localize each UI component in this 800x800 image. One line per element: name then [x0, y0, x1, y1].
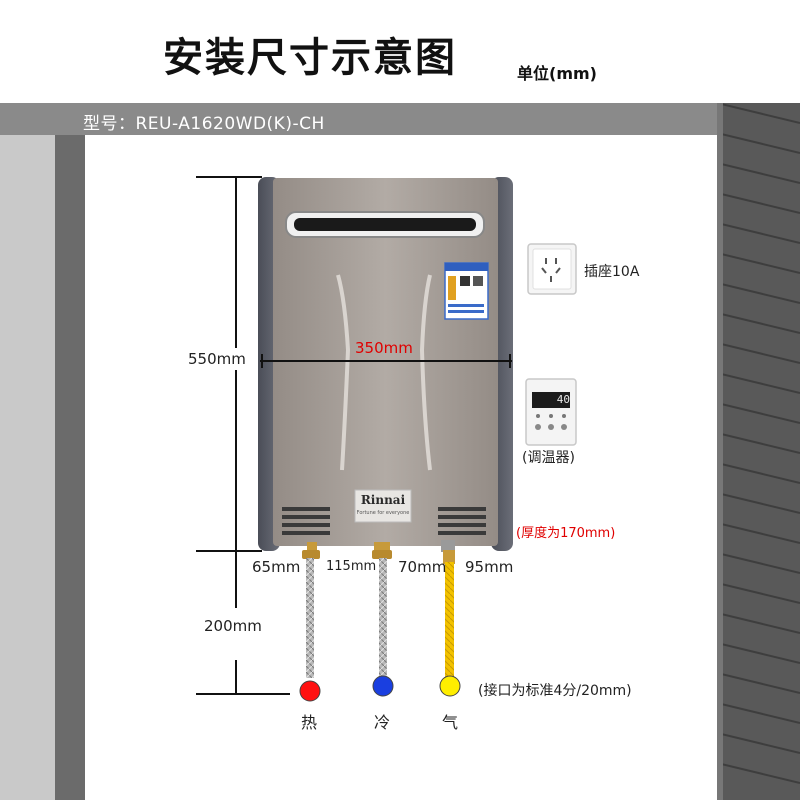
width-dimension-label: 350mm	[355, 339, 413, 357]
thermostat-icon	[525, 378, 577, 446]
connection-label-gas: 气	[442, 713, 459, 732]
model-band	[0, 103, 800, 135]
brand-tagline: Fortune for everyone	[356, 510, 410, 516]
pipe-drop-label: 200mm	[204, 617, 262, 635]
cold-connection-dot	[372, 675, 394, 697]
width-dimension-line	[260, 354, 512, 368]
thickness-label: (厚度为170mm)	[516, 526, 616, 541]
right-wall	[717, 103, 800, 800]
spacing-label-4: 95mm	[465, 558, 514, 576]
model-number: 型号：REU-A1620WD(K)-CH	[83, 114, 325, 134]
lower-vents	[282, 507, 486, 535]
height-dimension-label: 550mm	[188, 350, 246, 368]
gas-pipe	[445, 562, 454, 678]
gas-connection-dot	[439, 675, 461, 697]
left-wall-panel	[0, 135, 55, 800]
pipe-fittings	[302, 540, 455, 564]
unit-label: 单位(mm)	[517, 64, 597, 83]
hot-connection-dot	[299, 680, 321, 702]
spacing-label-1: 65mm	[252, 558, 301, 576]
spacing-label-2: 115mm	[326, 559, 377, 574]
cold-water-pipe	[379, 558, 387, 678]
connection-label-hot: 热	[301, 713, 318, 732]
hot-water-pipe	[306, 558, 314, 678]
brand-logo: Rinnai	[360, 493, 406, 507]
connection-note: (接口为标准4分/20mm)	[478, 683, 632, 699]
thermostat-display: 40	[556, 393, 570, 406]
page-title: 安装尺寸示意图	[163, 35, 457, 81]
dimension-lines	[196, 176, 290, 695]
brand-plate	[354, 489, 412, 523]
wall-socket-icon	[527, 243, 577, 295]
energy-label-icon	[444, 262, 489, 320]
thermostat-label: (调温器)	[522, 450, 575, 466]
spacing-label-3: 70mm	[398, 558, 447, 576]
connection-label-cold: 冷	[374, 713, 391, 732]
socket-label: 插座10A	[584, 264, 640, 280]
